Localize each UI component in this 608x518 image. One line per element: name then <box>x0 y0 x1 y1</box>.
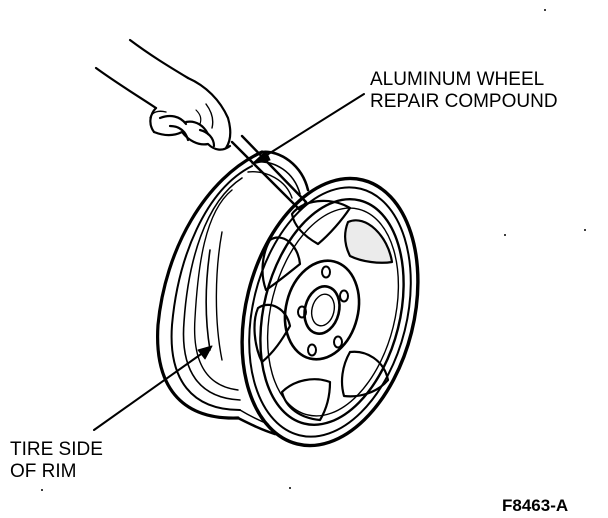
scan-specks <box>41 9 586 491</box>
leader-line-compound <box>261 93 365 159</box>
figure-id: F8463-A <box>502 496 569 515</box>
compound-label-line1: ALUMINUM WHEEL <box>370 69 545 90</box>
spoke-windows <box>253 199 394 422</box>
applicator-stick <box>230 134 308 212</box>
arrowhead-rim <box>197 345 213 360</box>
hand-drawing <box>94 38 232 151</box>
hub <box>283 259 361 361</box>
rim-label-line2: OF RIM <box>10 461 77 482</box>
leader-line-rim <box>93 351 205 431</box>
rim-label-line1: TIRE SIDE <box>10 439 103 460</box>
wheel-face <box>240 176 420 448</box>
lug-holes <box>297 265 349 357</box>
arrowhead-compound <box>251 150 271 165</box>
compound-label-line2: REPAIR COMPOUND <box>370 91 558 112</box>
